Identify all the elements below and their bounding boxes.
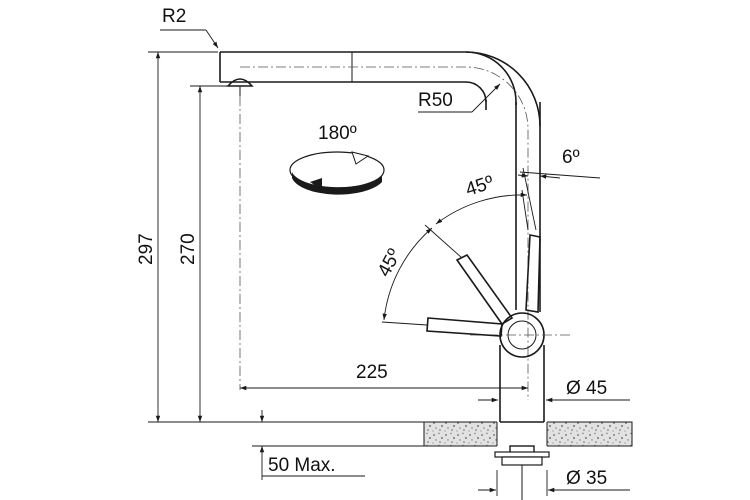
- max-thickness-label: 50 Max.: [268, 455, 336, 476]
- reach-label: 225: [356, 362, 388, 383]
- spout-height-label: 270: [178, 233, 199, 265]
- countertop: [423, 421, 633, 447]
- faucet-spout: [219, 51, 541, 400]
- faucet-body: [494, 345, 550, 500]
- lever-handle: [426, 234, 570, 358]
- height-dimensions: 297 270: [136, 51, 496, 423]
- hole-diameter-label: Ø 35: [566, 468, 607, 489]
- angle-lower-label: 45º: [374, 246, 406, 281]
- thickness-dimension: 50 Max.: [252, 410, 424, 480]
- reach-dimension: 225: [240, 362, 528, 391]
- total-height-label: 297: [136, 233, 157, 265]
- radius-callouts: R2 R50: [160, 6, 501, 113]
- body-diameter-label: Ø 45: [566, 378, 607, 399]
- rotation-label: 180º: [318, 123, 357, 144]
- rotation-symbol: 180º: [289, 123, 385, 195]
- radius-small-label: R2: [162, 6, 186, 27]
- angle-guides: [381, 167, 601, 326]
- angle-upper-label: 45º: [463, 172, 496, 201]
- angle-small-label: 6º: [562, 147, 580, 168]
- hole-diameter-dimension: Ø 35: [478, 468, 630, 496]
- body-diameter-dimension: Ø 45: [478, 378, 630, 403]
- radius-large-label: R50: [418, 90, 453, 111]
